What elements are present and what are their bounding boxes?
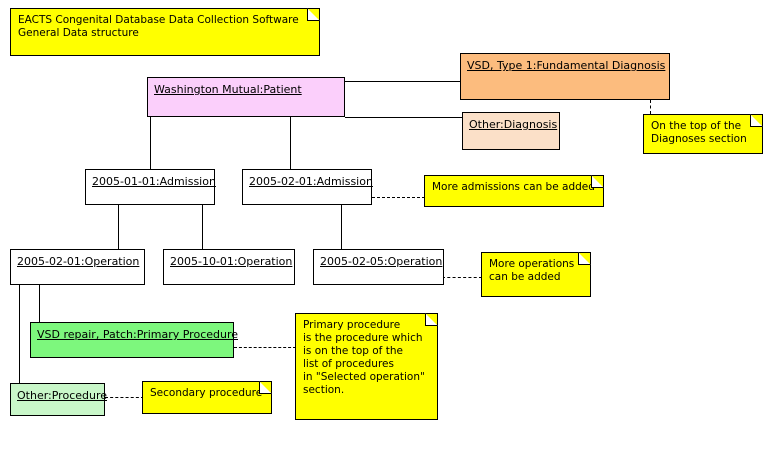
edge-admission1-operation1: [118, 205, 119, 250]
note-more-admissions-text: More admissions can be added: [432, 181, 595, 193]
object-other-diagnosis-label: Other:Diagnosis: [469, 118, 558, 131]
note-more-admissions: More admissions can be added: [424, 175, 604, 207]
note-title: EACTS Congenital Database Data Collectio…: [10, 8, 320, 56]
object-admission-2-label: 2005-02-01:Admission: [249, 175, 373, 188]
object-operation-1-label: 2005-02-01:Operation: [17, 255, 140, 268]
note-title-text: EACTS Congenital Database Data Collectio…: [18, 14, 299, 39]
anchor-more-operations-note: [442, 277, 482, 278]
anchor-more-admissions-note: [372, 197, 425, 198]
note-more-operations: More operations can be added: [481, 252, 591, 297]
edge-patient-other-diagnosis: [345, 117, 462, 118]
object-other-procedure-label: Other:Procedure: [17, 389, 108, 402]
edge-patient-admission2-vertical: [290, 116, 291, 169]
object-fundamental-diagnosis-label: VSD, Type 1:Fundamental Diagnosis: [467, 59, 666, 72]
object-patient[interactable]: Washington Mutual:Patient: [147, 77, 345, 117]
note-secondary-procedure-text: Secondary procedure: [150, 387, 263, 399]
anchor-fundamental-diagnosis-note: [650, 100, 651, 114]
edge-operation1-other-procedure: [19, 285, 20, 384]
note-diagnoses-section: On the top of the Diagnoses section: [643, 114, 763, 154]
edge-operation1-primary-procedure: [39, 285, 40, 323]
object-operation-3[interactable]: 2005-02-05:Operation: [313, 249, 444, 285]
object-patient-label: Washington Mutual:Patient: [154, 83, 302, 96]
note-more-operations-text: More operations can be added: [489, 258, 575, 283]
object-operation-3-label: 2005-02-05:Operation: [320, 255, 443, 268]
note-primary-procedure-text: Primary procedure is the procedure which…: [303, 319, 425, 396]
object-other-procedure[interactable]: Other:Procedure: [10, 383, 108, 416]
object-operation-2[interactable]: 2005-10-01:Operation: [163, 249, 295, 285]
object-admission-2[interactable]: 2005-02-01:Admission: [242, 169, 373, 205]
object-primary-procedure-label: VSD repair, Patch:Primary Procedure: [37, 328, 239, 341]
edge-admission2-operation3: [341, 205, 342, 250]
note-primary-procedure: Primary procedure is the procedure which…: [295, 313, 438, 420]
edge-admission1-operation2: [202, 205, 203, 250]
anchor-primary-procedure-note: [234, 347, 296, 348]
object-operation-2-label: 2005-10-01:Operation: [170, 255, 293, 268]
anchor-secondary-procedure-note: [105, 397, 144, 398]
edge-patient-fundamental-diagnosis: [345, 81, 460, 82]
object-operation-1[interactable]: 2005-02-01:Operation: [10, 249, 145, 285]
object-other-diagnosis[interactable]: Other:Diagnosis: [462, 112, 560, 150]
object-primary-procedure[interactable]: VSD repair, Patch:Primary Procedure: [30, 322, 238, 358]
object-admission-1[interactable]: 2005-01-01:Admission: [85, 169, 216, 205]
note-diagnoses-section-text: On the top of the Diagnoses section: [651, 120, 747, 145]
object-admission-1-label: 2005-01-01:Admission: [92, 175, 216, 188]
object-fundamental-diagnosis[interactable]: VSD, Type 1:Fundamental Diagnosis: [460, 53, 670, 100]
note-secondary-procedure: Secondary procedure: [142, 381, 272, 414]
edge-patient-admission1-vertical: [150, 116, 151, 169]
